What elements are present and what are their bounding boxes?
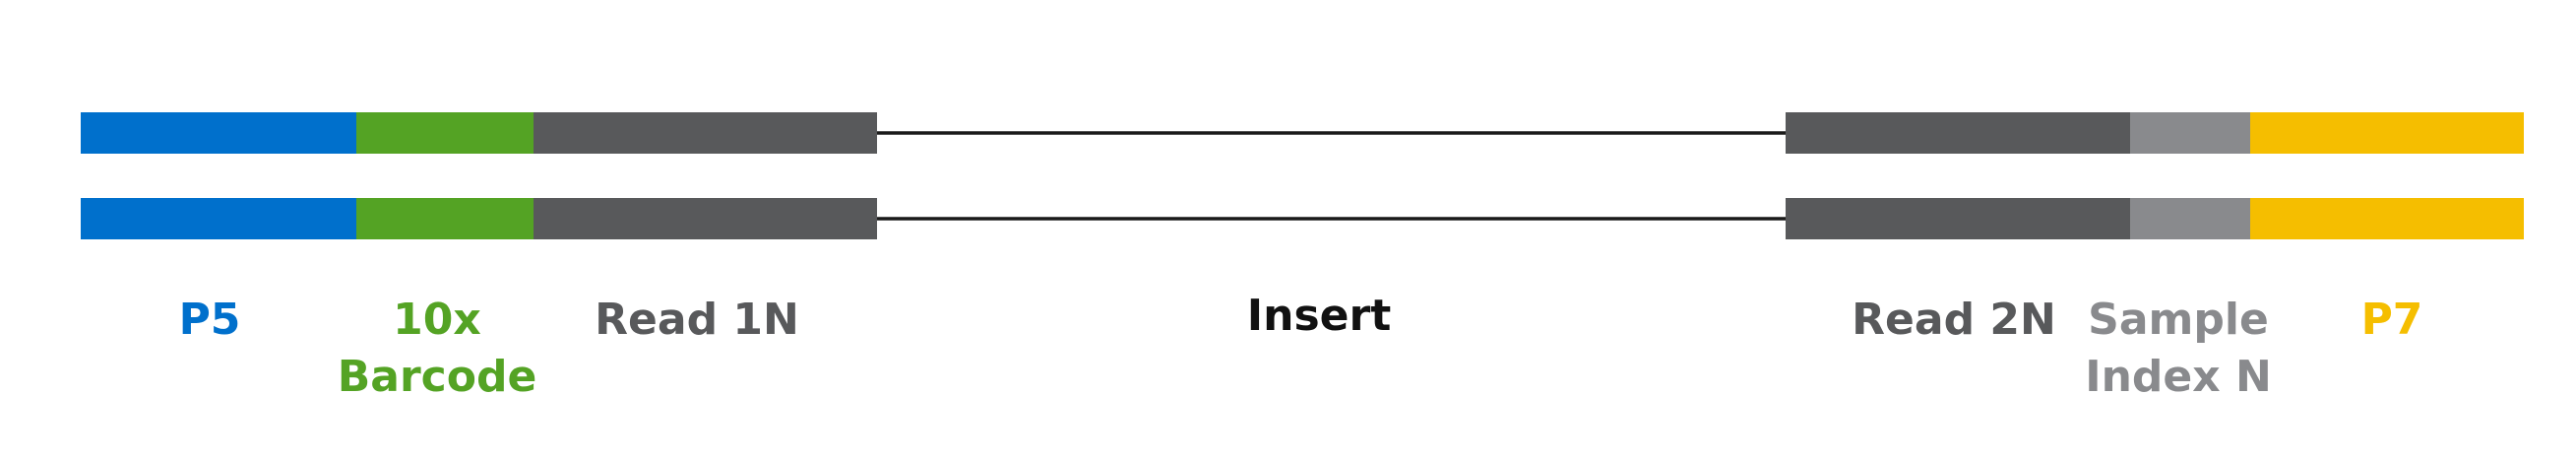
top-strand-read2-segment [1786,112,2130,154]
label-insert: Insert [1247,288,1391,345]
label-sample-index-line2: Index N [2085,352,2272,402]
label-insert-line1: Insert [1246,291,1392,341]
label-p5: P5 [179,292,241,349]
label-barcode-line1: 10x [393,295,481,345]
label-barcode-line2: Barcode [337,352,537,402]
bottom-strand [81,198,2524,239]
label-read1-line1: Read 1N [595,295,799,345]
bottom-strand-p5-segment [81,198,356,239]
label-p7-line1: P7 [2360,295,2423,345]
bottom-strand-barcode-segment [356,198,534,239]
bottom-strand-read1-segment [534,198,877,239]
top-strand-p5-segment [81,112,356,154]
label-sample-index-line1: Sample [2088,295,2269,345]
bottom-strand-read2-segment [1786,198,2130,239]
bottom-strand-p7-segment [2250,198,2524,239]
label-read1: Read 1N [595,292,799,349]
top-strand-p7-segment [2250,112,2524,154]
top-strand-read1-segment [534,112,877,154]
label-barcode: 10x Barcode [338,292,537,406]
label-read2-line1: Read 2N [1852,295,2056,345]
label-sample-index: Sample Index N [2085,292,2272,406]
top-strand-barcode-segment [356,112,534,154]
label-read2: Read 2N [1852,292,2056,349]
label-p5-line1: P5 [178,295,241,345]
top-strand-sample-index-segment [2130,112,2250,154]
bottom-strand-sample-index-segment [2130,198,2250,239]
top-strand [81,112,2524,154]
label-p7: P7 [2361,292,2423,349]
